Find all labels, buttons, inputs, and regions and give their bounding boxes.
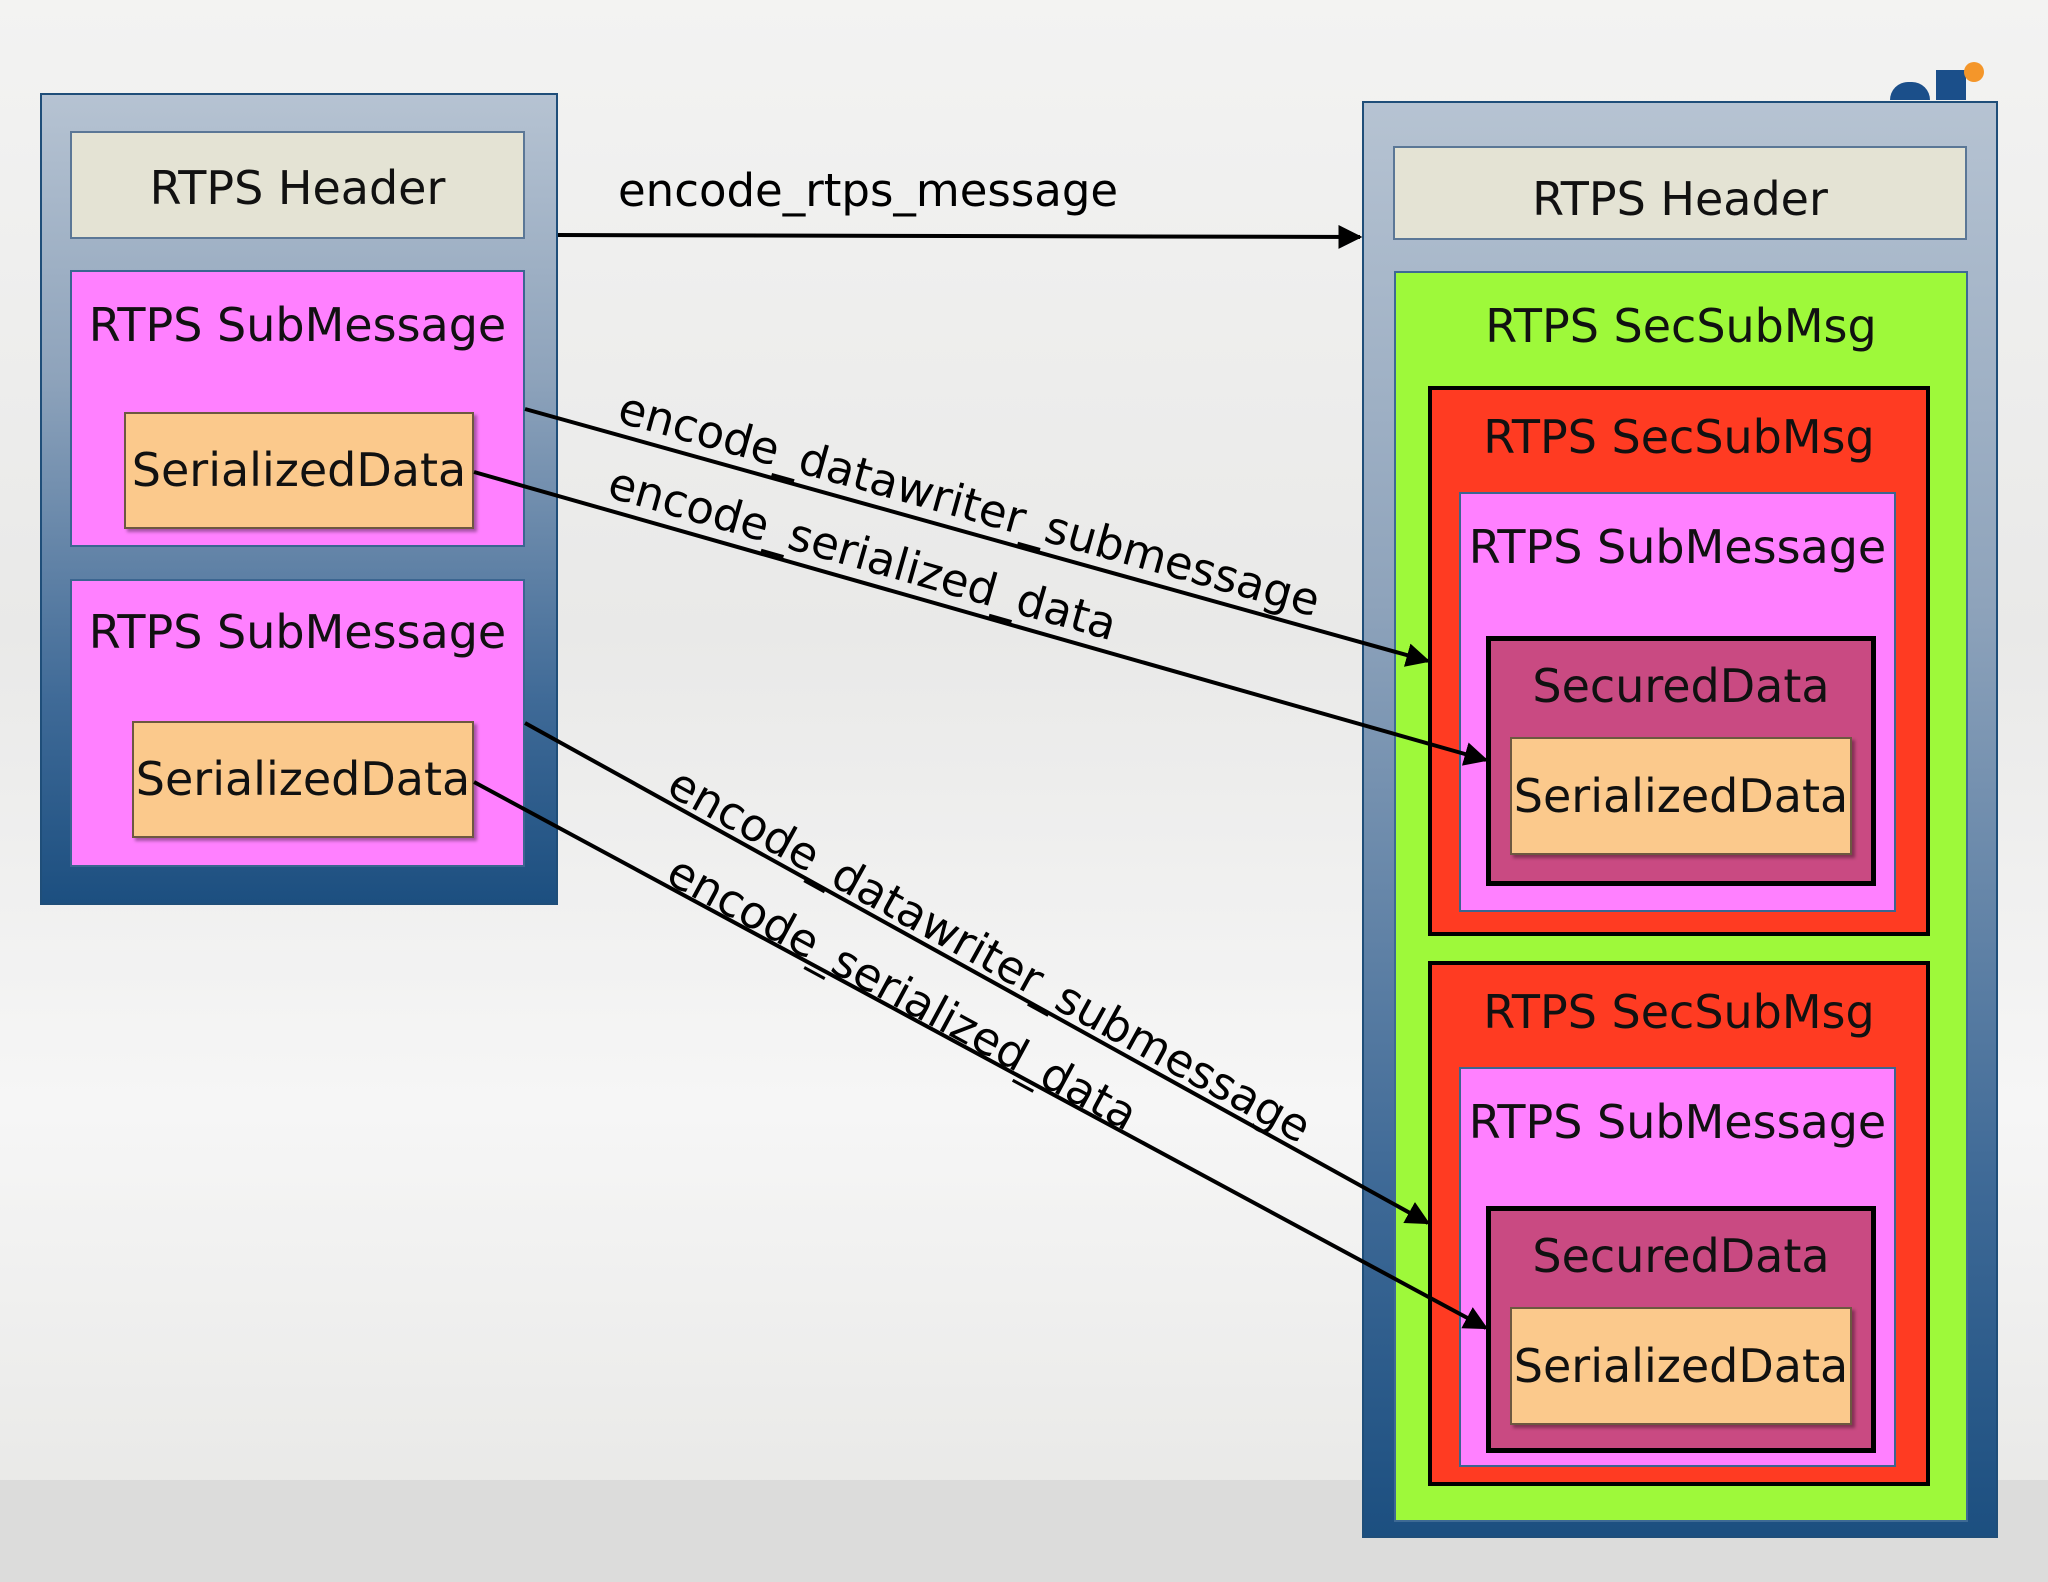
edge-datawriter-2 (524, 721, 1431, 1225)
edge-serialized-1 (473, 470, 1489, 766)
right-secsubmsg-1-label: RTPS SecSubMsg (1483, 410, 1875, 464)
right-serialized-data-1-label: SerializedData (1513, 769, 1849, 823)
logo-mark-2 (1936, 70, 1966, 100)
right-serialized-data-2-label: SerializedData (1513, 1339, 1849, 1393)
right-secsubmsg-outer-label: RTPS SecSubMsg (1485, 299, 1877, 353)
left-serialized-data-1-label: SerializedData (131, 443, 467, 497)
left-rtps-header-label: RTPS Header (149, 161, 446, 215)
edge-datawriter-1 (524, 407, 1431, 667)
logo-dot (1964, 62, 1984, 82)
right-submessage-2-label: RTPS SubMessage (1468, 1095, 1887, 1149)
right-serialized-data-2: SerializedData (1510, 1307, 1852, 1425)
edge-label-rtps-message: encode_rtps_message (618, 164, 1119, 217)
left-serialized-data-2: SerializedData (132, 721, 474, 838)
right-secsubmsg-2-label: RTPS SecSubMsg (1483, 985, 1875, 1039)
right-submessage-1-label: RTPS SubMessage (1468, 520, 1887, 574)
edge-serialized-2 (473, 780, 1489, 1330)
right-secured-data-2-label: SecuredData (1532, 1229, 1830, 1283)
logo-mark (1890, 82, 1930, 100)
right-rtps-header: RTPS Header (1393, 146, 1967, 240)
left-submessage-2-label: RTPS SubMessage (88, 605, 507, 659)
left-rtps-header: RTPS Header (70, 131, 525, 239)
right-secured-data-1-label: SecuredData (1532, 659, 1830, 713)
left-serialized-data-1: SerializedData (124, 412, 474, 529)
right-rtps-header-label: RTPS Header (1532, 172, 1828, 226)
right-serialized-data-1: SerializedData (1510, 737, 1852, 855)
edge-rtps-message (557, 224, 1363, 249)
left-submessage-1-label: RTPS SubMessage (88, 298, 507, 352)
left-serialized-data-2-label: SerializedData (135, 752, 471, 806)
